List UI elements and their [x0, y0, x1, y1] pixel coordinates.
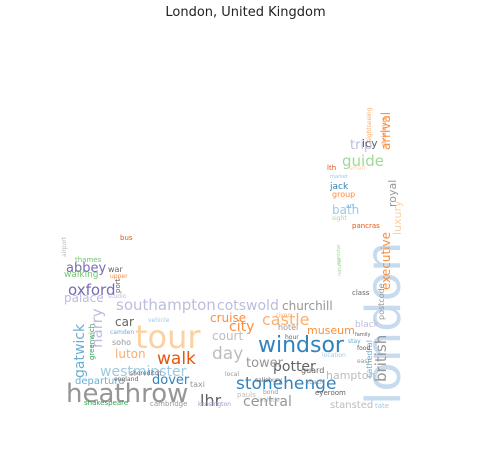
cloud-word: museum	[307, 324, 355, 337]
cloud-word: pancras	[352, 222, 380, 230]
cloud-word: vehicle	[148, 317, 170, 324]
cloud-word: group	[332, 190, 355, 199]
cloud-word: camden	[110, 329, 134, 336]
cloud-word: gatwick	[72, 323, 88, 378]
cloud-word: christmas	[381, 118, 388, 147]
cloud-word: small	[349, 165, 365, 172]
cloud-word: east	[357, 358, 370, 365]
cloud-word: harry	[88, 308, 106, 348]
cloud-word: potter	[273, 359, 316, 375]
cloud-word: southampton	[116, 296, 216, 314]
cloud-word: tower	[246, 356, 284, 371]
cloud-word: dover	[152, 373, 190, 388]
cloud-word: pauls	[237, 391, 256, 399]
cloud-word: central	[243, 394, 292, 410]
cloud-word: guard	[301, 366, 324, 375]
cloud-word: black	[355, 320, 380, 330]
cloud-word: local	[225, 371, 239, 378]
cloud-word: soho	[112, 338, 131, 347]
cloud-word: cotswold	[217, 298, 279, 314]
cloud-word: cambridge	[150, 400, 187, 408]
cloud-word: studio	[108, 293, 127, 300]
cloud-word: lth	[327, 164, 336, 172]
cloud-word: departure	[75, 376, 124, 387]
cloud-word: british	[372, 335, 390, 382]
cloud-word: natural	[337, 258, 343, 276]
cloud-word: food	[357, 345, 370, 352]
cloud-word: walk	[157, 349, 196, 369]
cloud-word: tour	[135, 318, 201, 356]
cloud-word: cruise	[210, 311, 246, 325]
cloud-word: jack	[329, 182, 349, 192]
cloud-word: london	[356, 242, 412, 405]
cloud-word: shakespeare	[84, 399, 128, 407]
cloud-word: bond	[263, 389, 278, 396]
cloud-word: england	[114, 376, 138, 383]
cloud-word: executive	[379, 232, 393, 290]
cloud-word: stansted	[330, 400, 373, 411]
cloud-word: stay	[348, 338, 361, 345]
cloud-word: windsor	[258, 333, 345, 358]
cloud-word: sightseeing	[366, 107, 373, 142]
cloud-word: kensington	[198, 401, 231, 408]
cloud-word: upper	[110, 273, 128, 280]
cloud-word: hampton	[326, 369, 375, 382]
cloud-word: postcode	[377, 283, 386, 320]
cloud-word: heathrow	[66, 379, 188, 409]
cloud-word: walking	[64, 270, 99, 280]
cloud-word: guide	[342, 152, 384, 170]
cloud-word: family	[355, 332, 370, 338]
cloud-word: car	[115, 315, 134, 329]
cloud-word: stonehenge	[236, 374, 336, 394]
cloud-word: churchill	[282, 299, 333, 313]
cloud-word: location	[322, 352, 346, 359]
cloud-word: palace	[64, 291, 104, 305]
cloud-word: icy	[362, 137, 378, 150]
cloud-word: thames	[75, 256, 102, 264]
cloud-word: court	[212, 329, 243, 343]
cloud-word: royal	[386, 180, 399, 207]
cloud-word: bus	[120, 234, 133, 242]
cloud-word: salisbury	[255, 377, 282, 384]
cloud-word: art	[346, 203, 355, 210]
cloud-word: hotel	[278, 323, 298, 332]
cloud-word: airport	[61, 236, 68, 257]
cloud-word: port	[114, 278, 122, 293]
cloud-word: westminster	[100, 364, 187, 380]
cloud-word: hour	[285, 334, 299, 341]
cloud-word: coach	[306, 379, 324, 386]
cloud-word: market	[330, 174, 348, 180]
cloud-word: oxford	[68, 281, 115, 299]
cloud-word: day	[212, 344, 243, 364]
cloud-word: shoreditch	[130, 370, 162, 377]
cloud-word: river	[276, 312, 290, 319]
cloud-word: sight	[332, 215, 347, 222]
cloud-word: trip	[350, 138, 372, 153]
cloud-word: tate	[375, 402, 389, 410]
cloud-word: eurostar	[336, 243, 342, 265]
cloud-word: taxi	[190, 380, 205, 389]
cloud-word: include	[258, 397, 280, 404]
cloud-word: lhr	[200, 391, 222, 410]
cloud-word: abbey	[66, 261, 106, 276]
cloud-word: bath	[332, 203, 359, 217]
cloud-word: luxury	[391, 200, 404, 235]
cloud-word: arrival	[379, 112, 393, 150]
cloud-word: luton	[115, 347, 146, 361]
cloud-word: eyeroom	[315, 389, 346, 397]
cloud-word: city	[229, 319, 254, 335]
cloud-word: cathedral	[365, 340, 374, 378]
cloud-word: greenwich	[88, 324, 96, 360]
cloud-word: war	[108, 265, 123, 274]
cloud-word: class	[352, 289, 370, 297]
page-title: London, United Kingdom	[165, 5, 326, 20]
cloud-word: castle	[262, 310, 310, 329]
